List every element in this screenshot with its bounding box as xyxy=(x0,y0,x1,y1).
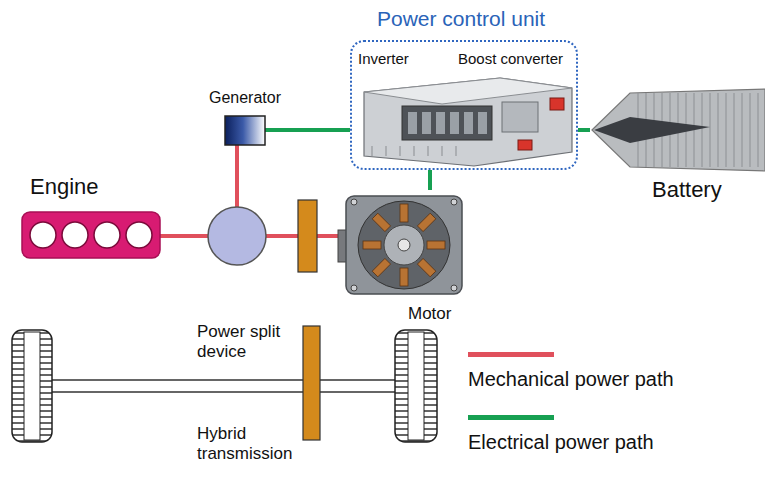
wheel-rim xyxy=(408,332,424,440)
pcu-fin xyxy=(400,146,401,156)
generator-body xyxy=(225,116,265,145)
motor-label: Motor xyxy=(408,304,451,324)
pcu-component xyxy=(436,112,445,134)
motor-coil xyxy=(417,213,435,231)
motor-coil xyxy=(363,241,381,249)
engine-body xyxy=(22,212,160,258)
battery-body xyxy=(592,89,765,171)
mechanical-shaft xyxy=(317,234,338,238)
battery-cell xyxy=(710,93,711,167)
region-label: Hybrid transmission xyxy=(197,424,297,465)
pcu-capacitor xyxy=(502,102,538,132)
motor-coil xyxy=(372,213,390,231)
motor-bolt xyxy=(351,199,357,205)
battery-cell xyxy=(750,93,751,167)
pcu-fin xyxy=(372,146,373,156)
pcu-top xyxy=(364,78,572,104)
motor-coil xyxy=(372,258,390,276)
motor-bolt xyxy=(451,285,457,291)
transmission-region xyxy=(180,58,510,470)
power-control-unit: Power control unitInverterBoost converte… xyxy=(350,40,578,170)
legend-text: Mechanical power path xyxy=(468,367,674,391)
battery-cell xyxy=(734,93,735,167)
electrical-power-line xyxy=(265,128,350,132)
engine-cylinder xyxy=(94,222,120,248)
motor-shaft xyxy=(398,239,410,251)
motor-housing xyxy=(346,196,462,294)
pcu-connector xyxy=(550,98,564,110)
mechanical-shaft xyxy=(266,234,298,238)
engine-cylinder xyxy=(30,222,56,248)
motor-unit: Motor xyxy=(338,190,470,330)
wheel xyxy=(12,330,52,442)
pcu-heading: Power control unit xyxy=(377,6,545,31)
legend-entry: Mechanical power path xyxy=(468,352,758,391)
motor-coil xyxy=(427,241,445,249)
pcu-fin xyxy=(442,146,443,156)
engine-label: Engine xyxy=(30,174,99,200)
generator-box-drawing xyxy=(225,116,265,145)
motor-coil xyxy=(417,258,435,276)
pcu-component xyxy=(450,112,459,134)
pcu-connector xyxy=(518,140,532,150)
battery-cell xyxy=(726,93,727,167)
motor-stator xyxy=(358,201,450,289)
pcu-component xyxy=(464,112,473,134)
pcu-circuit xyxy=(402,106,492,140)
engine-block-drawing xyxy=(22,212,160,258)
axle xyxy=(52,379,395,381)
pcu-fin xyxy=(456,146,457,156)
motor-bolt xyxy=(451,199,457,205)
pcu-component xyxy=(408,112,417,134)
battery-cell xyxy=(702,93,703,167)
legend-text: Electrical power path xyxy=(468,430,654,454)
mechanical-power-line xyxy=(160,234,180,238)
battery-pack-drawing xyxy=(590,85,765,175)
mechanical-shaft xyxy=(235,145,239,207)
axle xyxy=(52,391,395,393)
converter-label: Boost converter xyxy=(458,50,563,68)
pcu-fin xyxy=(414,146,415,156)
motor-coil xyxy=(400,204,408,222)
pcu-fin xyxy=(386,146,387,156)
wheel xyxy=(395,330,437,442)
motor-rotor xyxy=(384,225,424,265)
legend-entry: Electrical power path xyxy=(468,415,758,454)
electrical-power-line xyxy=(578,128,590,132)
pcu-body xyxy=(364,78,572,166)
pcu-fin xyxy=(428,146,429,156)
pcu-component xyxy=(478,112,487,134)
engine-block: Engine xyxy=(22,212,160,258)
reduction-gear xyxy=(298,200,317,272)
battery-cell xyxy=(718,93,719,167)
differential-gear xyxy=(303,326,320,440)
electrical-power-line xyxy=(428,170,432,190)
inverter-label: Inverter xyxy=(358,50,409,68)
motor-coil xyxy=(400,268,408,286)
battery-cell xyxy=(742,93,743,167)
battery-pack: Battery xyxy=(590,85,765,175)
generator-box: Generator xyxy=(225,116,265,145)
wheel-rim xyxy=(24,332,40,440)
legend-swatch xyxy=(468,415,554,420)
battery-cone xyxy=(594,117,710,143)
battery-cell xyxy=(758,93,759,167)
legend-swatch xyxy=(468,352,554,357)
engine-cylinder xyxy=(126,222,152,248)
generator-label: Generator xyxy=(209,88,281,107)
battery-label: Battery xyxy=(652,177,722,203)
part-label: Power split device xyxy=(197,322,297,363)
planetary-gear xyxy=(208,207,266,265)
motor-bolt xyxy=(351,285,357,291)
pcu-component xyxy=(422,112,431,134)
engine-cylinder xyxy=(62,222,88,248)
mechanical-shaft xyxy=(180,234,208,238)
